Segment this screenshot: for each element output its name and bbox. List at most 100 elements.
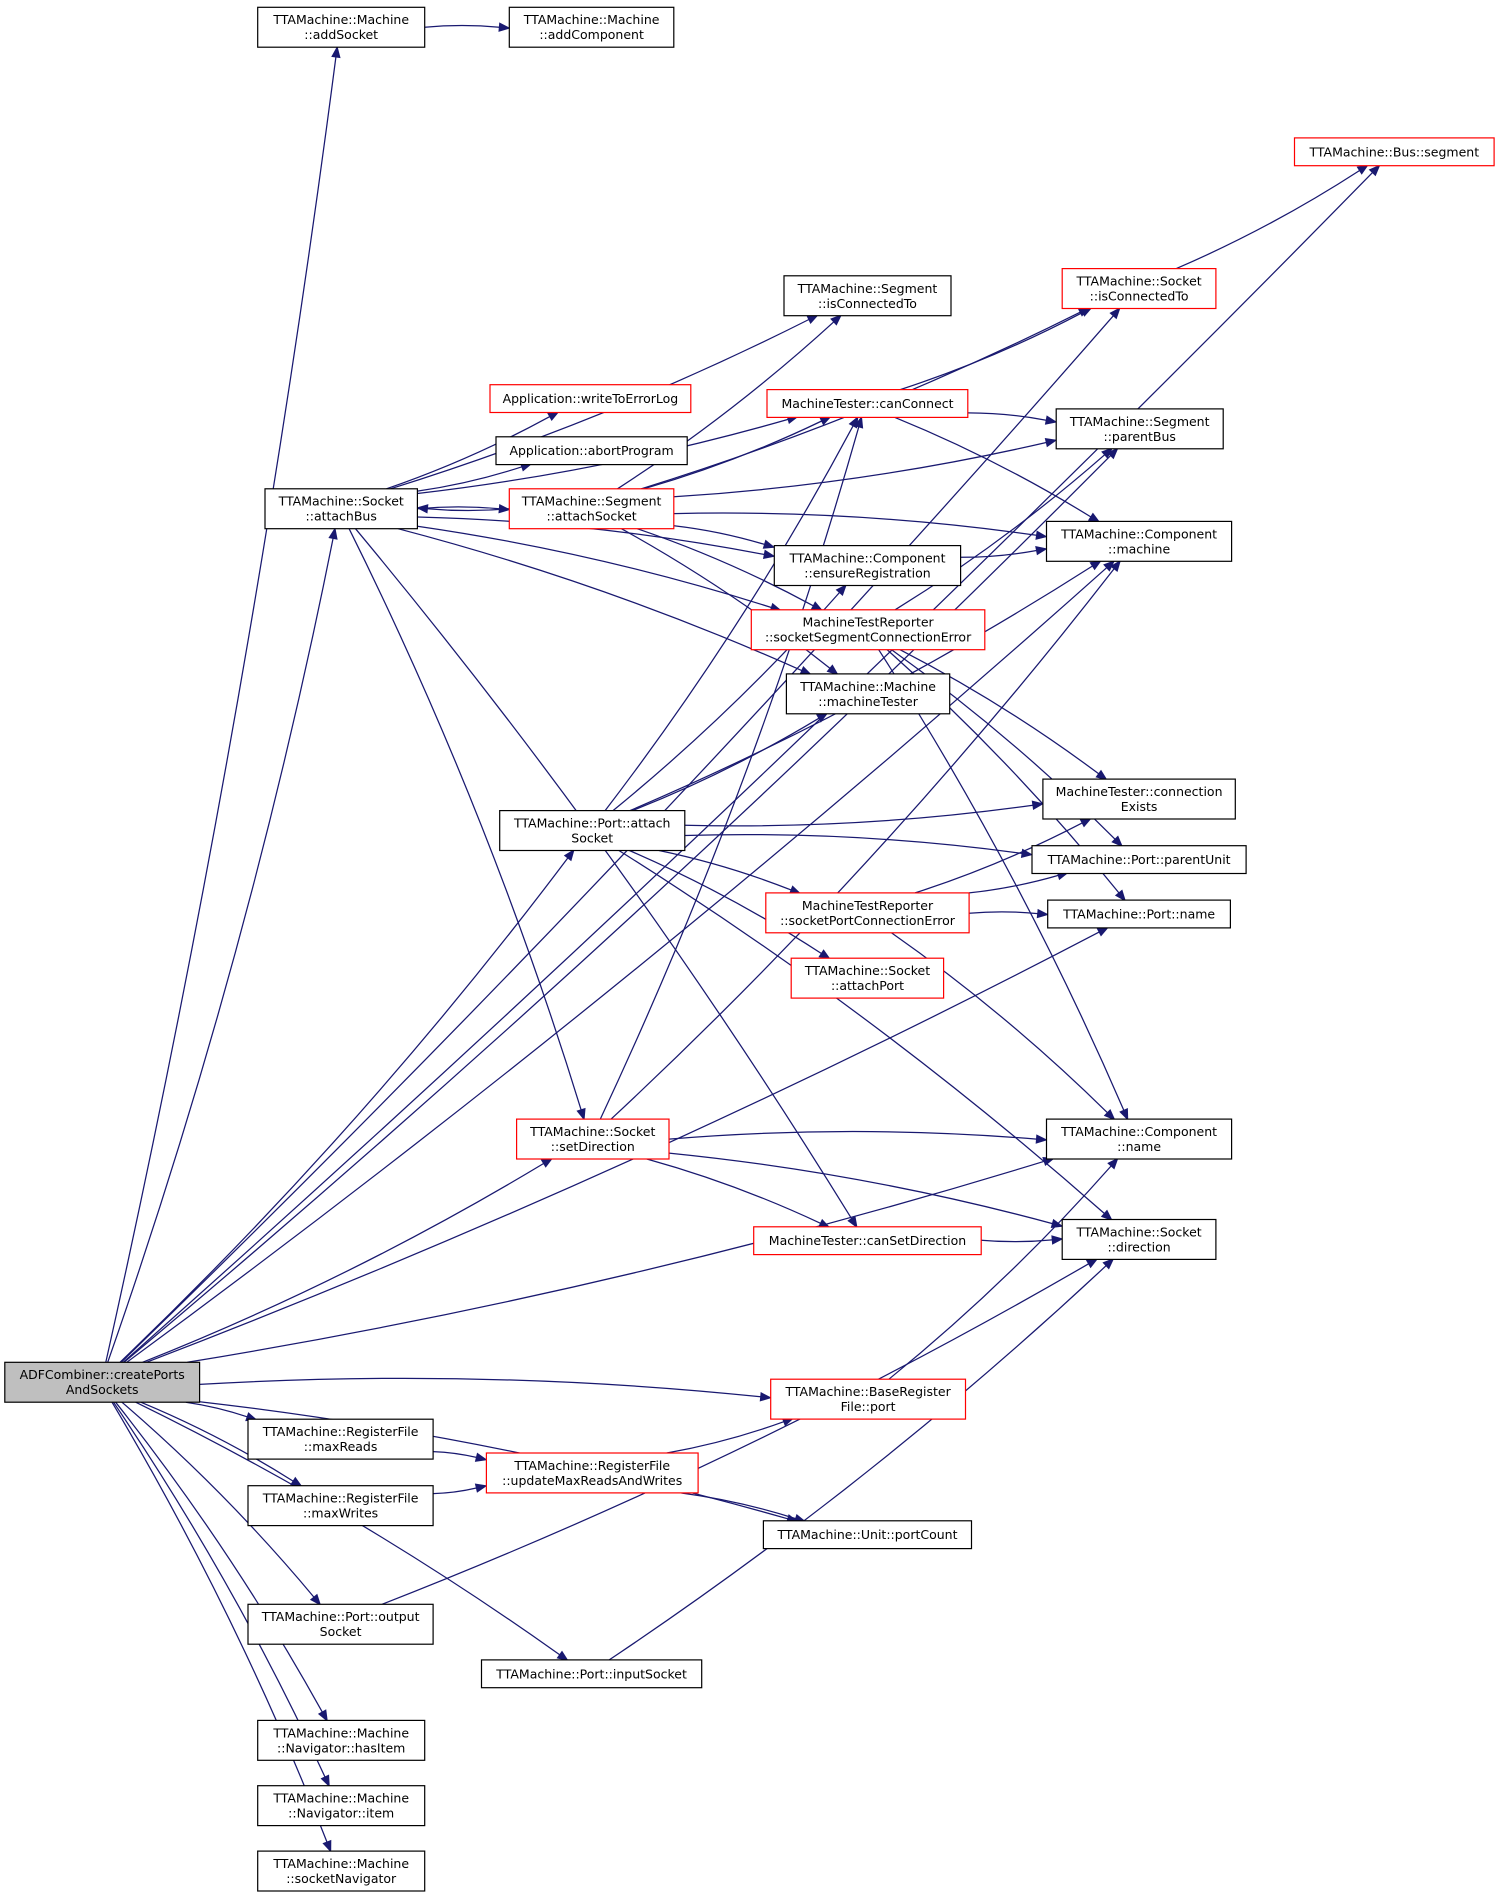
node-segment_parentBus[interactable]: TTAMachine::Segment::parentBus [1055,408,1224,450]
node-socket_setDirection[interactable]: TTAMachine::Socket::setDirection [515,1118,670,1160]
node-app_abortProgram[interactable]: Application::abortProgram [495,436,688,466]
node-label: TTAMachine::Component [1060,1124,1217,1139]
node-box [753,1226,982,1256]
node-box [508,6,675,48]
edge-reporter_socketSegment-to-component_name [878,649,1125,1111]
node-box [1047,899,1231,929]
edge-segment_attachSocket-to-segment_parentBus [673,441,1047,498]
node-label: Socket [320,1624,362,1639]
node-label: ::name [1117,1139,1161,1154]
edge-socket_attachBus-to-machine_machineTester [397,528,803,672]
arrowhead-socket_direction [1100,1209,1113,1222]
edge-reporter_socketPort-to-tester_connectionExists [914,822,1083,894]
node-box [480,1659,703,1689]
node-label: TTAMachine::Machine [272,1725,409,1740]
edge-root-to-machine_socketNavigator [111,1401,328,1843]
edge-socket_attachBus-to-socket_setDirection [348,528,582,1110]
node-port_attachSocket[interactable]: TTAMachine::Port::attachSocket [499,809,686,852]
node-box [770,1378,967,1420]
node-tester_canConnect[interactable]: MachineTester::canConnect [766,389,969,419]
node-label: TTAMachine::Machine [799,679,936,694]
node-machine_socketNavigator[interactable]: TTAMachine::Machine::socketNavigator [257,1850,426,1892]
node-machine_addComponent[interactable]: TTAMachine::Machine::addComponent [508,6,675,48]
node-label: ::addSocket [304,27,378,42]
node-label: ::attachPort [831,978,904,993]
node-unit_portCount[interactable]: TTAMachine::Unit::portCount [762,1520,973,1550]
node-app_writeToErrorLog[interactable]: Application::writeToErrorLog [489,384,692,414]
node-socket_attachBus[interactable]: TTAMachine::Socket::attachBus [264,488,418,530]
arrowhead-component_machine [1035,545,1048,556]
node-component_machine[interactable]: TTAMachine::Component::machine [1045,520,1233,562]
node-component_name[interactable]: TTAMachine::Component::name [1045,1118,1233,1160]
node-box [762,1520,973,1550]
node-port_parentUnit[interactable]: TTAMachine::Port::parentUnit [1031,845,1247,875]
node-component_ensureRegistration[interactable]: TTAMachine::Component::ensureRegistratio… [773,544,962,587]
arrowhead-baseRegisterFile_port [759,1392,772,1402]
node-segment_isConnectedTo[interactable]: TTAMachine::Segment::isConnectedTo [783,275,952,317]
arrowhead-port_name [1114,889,1127,902]
arrowhead-port_name [1096,926,1110,937]
arrowhead-component_ensureRegistration [835,583,847,596]
node-reporter_socketPort[interactable]: MachineTestReporter::socketPortConnectio… [765,892,970,934]
node-label: TTAMachine::Socket [529,1124,655,1139]
edge-root-to-baseRegisterFile_port [199,1377,761,1398]
edge-segment_attachSocket-to-component_ensureRegistration [673,525,765,545]
arrowhead-component_machine [1035,530,1048,540]
node-rf_maxWrites[interactable]: TTAMachine::RegisterFile::maxWrites [247,1485,434,1527]
arrowhead-segment_parentBus [1044,437,1058,448]
node-socket_isConnectedTo[interactable]: TTAMachine::Socket::isConnectedTo [1061,268,1217,310]
node-label: TTAMachine::Socket [804,963,930,978]
node-navigator_hasItem[interactable]: TTAMachine::Machine::Navigator::hasItem [257,1719,426,1761]
node-segment_attachSocket[interactable]: TTAMachine::Segment::attachSocket [508,488,675,530]
node-box [785,673,951,715]
node-label: ::attachBus [306,509,377,524]
node-label: TTAMachine::Machine [272,1791,409,1806]
node-label: TTAMachine::Port::attach [513,816,671,831]
edge-root-to-socket_setDirection [142,1162,544,1363]
node-socket_attachPort[interactable]: TTAMachine::Socket::attachPort [790,957,945,999]
node-label: File::port [841,1399,896,1414]
node-box [1031,845,1247,875]
arrowhead-component_machine [1089,559,1103,571]
edge-socket_isConnectedTo-to-bus_segment [1176,169,1360,270]
node-machine_addSocket[interactable]: TTAMachine::Machine::addSocket [257,6,426,48]
node-box [485,1452,699,1494]
node-navigator_item[interactable]: TTAMachine::Machine::Navigator::item [257,1785,426,1827]
edge-socket_attachBus-to-app_writeToErrorLog [386,416,551,490]
arrowhead-socket_attachBus [416,504,429,514]
edge-component_ensureRegistration-to-component_machine [960,549,1037,558]
edge-reporter_socketPort-to-port_parentUnit [969,874,1059,894]
node-rf_maxReads[interactable]: TTAMachine::RegisterFile::maxReads [247,1418,434,1460]
arrowhead-component_ensureRegistration [762,539,776,549]
node-socket_direction[interactable]: TTAMachine::Socket::direction [1061,1218,1217,1261]
node-label: TTAMachine::Port::name [1062,907,1215,922]
node-machine_machineTester[interactable]: TTAMachine::Machine::machineTester [785,673,951,715]
node-tester_canSetDirection[interactable]: MachineTester::canSetDirection [753,1226,982,1256]
arrowhead-socket_attachBus [328,527,338,540]
node-bus_segment[interactable]: TTAMachine::Bus::segment [1293,137,1495,167]
arrowhead-rf_updateMaxReadsAndWrites [474,1483,488,1493]
edge-root-to-component_name [187,1160,1045,1363]
node-port_name[interactable]: TTAMachine::Port::name [1047,899,1231,929]
edge-root-to-port_attachSocket [119,857,569,1363]
node-box [515,1118,670,1160]
node-label: MachineTester::canConnect [781,396,953,411]
node-port_inputSocket[interactable]: TTAMachine::Port::inputSocket [480,1659,703,1689]
arrowhead-segment_parentBus [1101,447,1114,459]
node-box [790,957,945,999]
edge-socket_setDirection-to-component_name [668,1130,1037,1140]
node-label: ::machineTester [818,694,918,709]
node-label: TTAMachine::Machine [523,12,660,27]
node-box [4,1361,201,1403]
node-reporter_socketSegment[interactable]: MachineTestReporter::socketSegmentConnec… [750,609,986,651]
edge-segment_attachSocket-to-reporter_socketSegment [636,528,814,607]
node-box [1061,268,1217,310]
edge-port_outputSocket-to-socket_direction [381,1263,1089,1605]
node-box [264,488,418,530]
edge-port_attachSocket-to-socket_direction [618,849,1105,1214]
node-rf_updateMaxReadsAndWrites[interactable]: TTAMachine::RegisterFile::updateMaxReads… [485,1452,699,1494]
